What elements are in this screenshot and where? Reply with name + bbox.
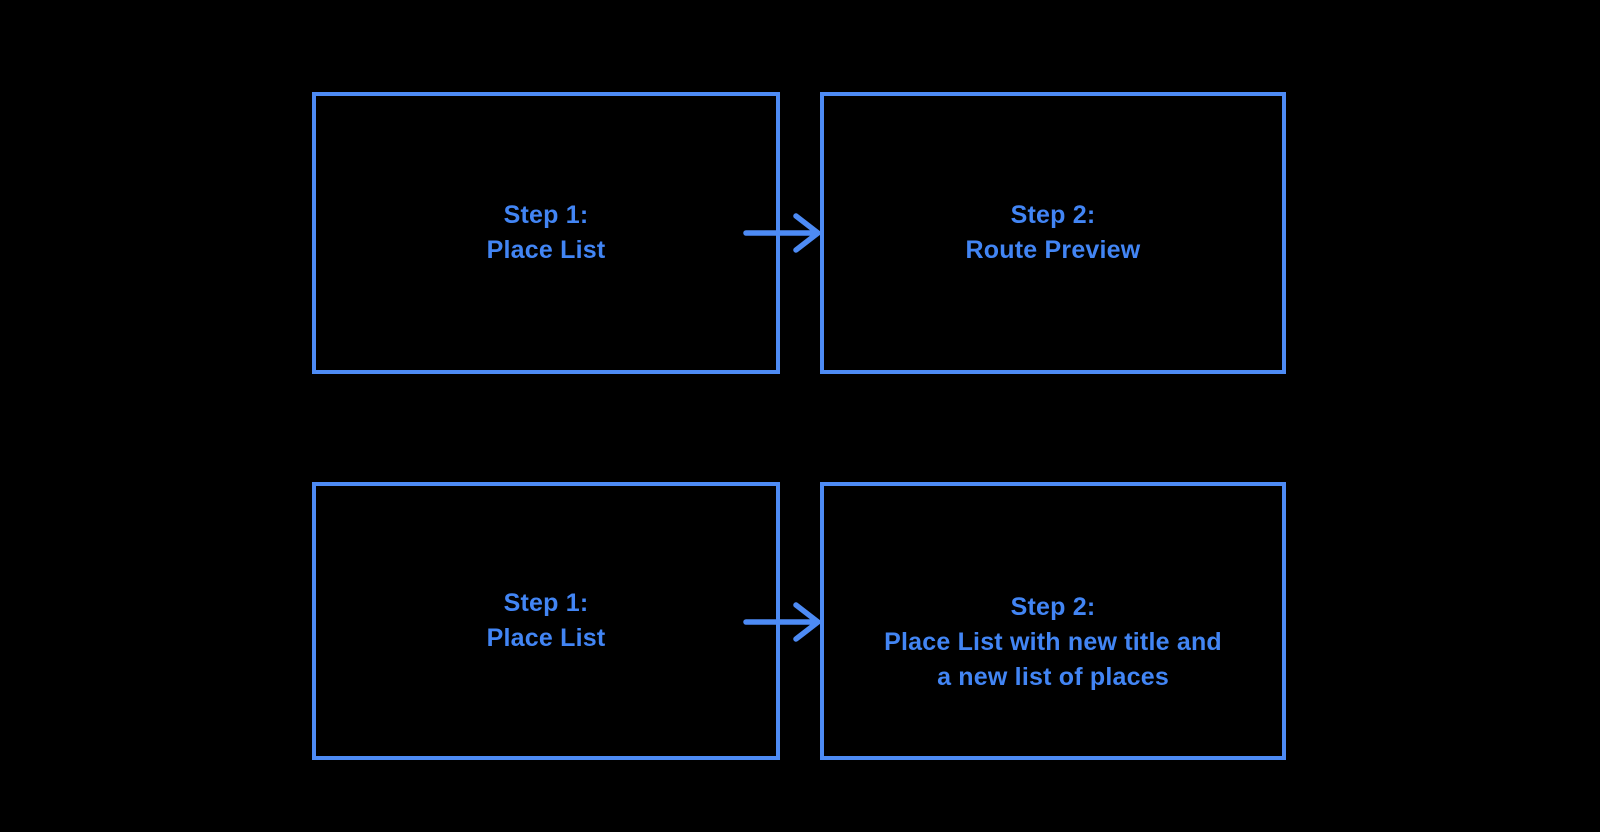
label-line: Place List: [486, 624, 606, 652]
label-line: Place List: [486, 236, 606, 264]
flow-node-label: Step 2: Route Preview: [966, 198, 1141, 268]
label-line: Step 2:: [1010, 592, 1096, 621]
flow-node-step1-place-list-row2: Step 1: Place List: [312, 482, 780, 760]
label-line: Place List with new title and: [884, 627, 1222, 656]
right-arrow-icon: [743, 213, 821, 253]
label-line: Step 2:: [1010, 201, 1096, 229]
flow-node-step2-route-preview: Step 2: Route Preview: [820, 92, 1286, 374]
label-line: Step 1:: [503, 201, 589, 229]
flow-node-label: Step 1: Place List: [487, 198, 606, 268]
flow-node-label: Step 1: Place List: [487, 586, 606, 656]
flow-node-step2-place-list-new-title: Step 2: Place List with new title and a …: [820, 482, 1286, 760]
label-line: a new list of places: [937, 662, 1169, 691]
flow-node-label: Step 2: Place List with new title and a …: [884, 590, 1222, 695]
label-line: Route Preview: [965, 236, 1141, 264]
right-arrow-icon: [743, 602, 821, 642]
label-line: Step 1:: [503, 589, 589, 617]
flow-node-step1-place-list-row1: Step 1: Place List: [312, 92, 780, 374]
